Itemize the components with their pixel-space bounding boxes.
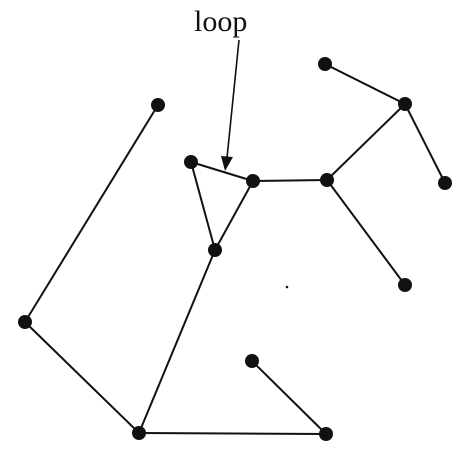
loop-arrow-head: [221, 156, 233, 171]
edges-layer: [24, 63, 446, 435]
edge-n5-n6: [190, 161, 216, 251]
node-n9: [398, 97, 412, 111]
edge-n5-n7: [190, 161, 254, 182]
node-n5: [184, 155, 198, 169]
nodes-layer: [18, 57, 452, 441]
edge-n6-n3: [138, 249, 216, 434]
node-n2: [18, 315, 32, 329]
loop-annotation: loop: [194, 5, 247, 171]
edge-n13-n4: [251, 360, 327, 435]
loop-label: loop: [194, 5, 247, 38]
node-n3: [132, 426, 146, 440]
node-n10: [318, 57, 332, 71]
edge-n8-n9: [326, 103, 406, 181]
edge-n9-n11: [404, 103, 446, 184]
node-n6: [208, 243, 222, 257]
node-n1: [151, 98, 165, 112]
edge-n1-n2: [24, 104, 159, 323]
node-n12: [398, 278, 412, 292]
node-n4: [319, 427, 333, 441]
edge-n6-n7: [214, 180, 254, 251]
edge-n8-n12: [326, 179, 406, 286]
edge-n3-n4: [138, 432, 327, 435]
scan-speck: [285, 285, 289, 289]
node-n7: [246, 174, 260, 188]
node-n13: [245, 354, 259, 368]
edge-n7-n8: [252, 179, 328, 182]
edge-n2-n3: [24, 321, 140, 434]
loop-arrow-line: [226, 39, 240, 159]
node-n11: [438, 176, 452, 190]
edge-n9-n10: [324, 63, 406, 105]
node-n8: [320, 173, 334, 187]
